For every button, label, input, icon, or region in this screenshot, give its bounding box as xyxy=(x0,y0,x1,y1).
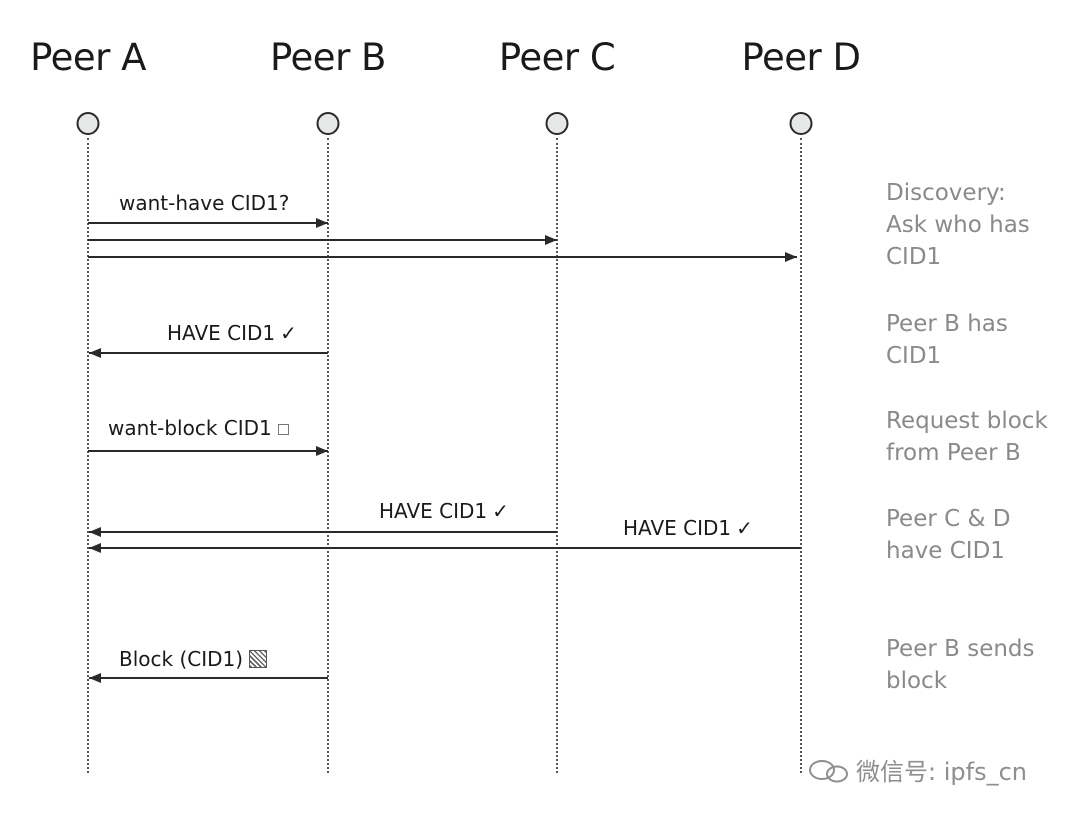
have-c-label: HAVE CID1✓ xyxy=(379,499,509,523)
small-square-icon xyxy=(277,424,289,435)
note-line: Discovery: xyxy=(886,180,1006,206)
note-line: CID1 xyxy=(886,343,942,369)
check-icon: ✓ xyxy=(492,499,509,523)
peer-d-title: Peer D xyxy=(741,36,861,79)
peer-d-lifeline xyxy=(800,138,802,773)
peer-b-title: Peer B xyxy=(270,36,386,79)
peer-c-title: Peer C xyxy=(498,36,616,79)
peer-b-lifeline xyxy=(327,138,329,773)
note-line: Request block xyxy=(886,408,1048,434)
note-discovery: Discovery: Ask who has CID1 xyxy=(886,177,1030,273)
hatched-block-icon xyxy=(249,650,268,668)
peer-a-node xyxy=(76,112,100,135)
block-label: Block (CID1) xyxy=(119,647,268,671)
check-icon: ✓ xyxy=(736,516,753,540)
note-peer-b-has: Peer B has CID1 xyxy=(886,308,1008,372)
note-line: Peer B has xyxy=(886,311,1008,337)
check-icon: ✓ xyxy=(280,321,297,345)
have-d-label: HAVE CID1✓ xyxy=(623,516,753,540)
peer-a-lifeline xyxy=(87,138,89,773)
note-sends: Peer B sends block xyxy=(886,633,1035,697)
want-have-label: want-have CID1? xyxy=(119,191,290,215)
note-line: block xyxy=(886,668,948,694)
wechat-icon xyxy=(809,760,848,783)
note-peers-cd: Peer C & D have CID1 xyxy=(886,503,1010,567)
note-line: Peer C & D xyxy=(886,506,1011,532)
peer-b-node xyxy=(316,112,340,135)
note-line: from Peer B xyxy=(886,440,1021,466)
note-request: Request block from Peer B xyxy=(886,405,1048,469)
note-line: CID1 xyxy=(886,244,942,270)
have-c-text: HAVE CID1 xyxy=(379,499,488,523)
note-line: Peer B sends xyxy=(886,636,1035,662)
peer-a-title: Peer A xyxy=(30,36,146,79)
want-block-text: want-block CID1 xyxy=(108,416,272,440)
have-b-text: HAVE CID1 xyxy=(167,321,276,345)
note-line: have CID1 xyxy=(886,538,1005,564)
note-line: Ask who has xyxy=(886,212,1030,238)
peer-c-node xyxy=(545,112,569,135)
have-d-text: HAVE CID1 xyxy=(623,516,732,540)
peer-d-node xyxy=(789,112,813,135)
wechat-watermark: 微信号: ipfs_cn xyxy=(806,752,1027,787)
have-b-label: HAVE CID1✓ xyxy=(167,321,297,345)
peer-c-lifeline xyxy=(556,138,558,773)
want-block-label: want-block CID1 xyxy=(108,416,289,440)
watermark-text: 微信号: ipfs_cn xyxy=(856,758,1027,786)
block-text: Block (CID1) xyxy=(119,647,244,671)
